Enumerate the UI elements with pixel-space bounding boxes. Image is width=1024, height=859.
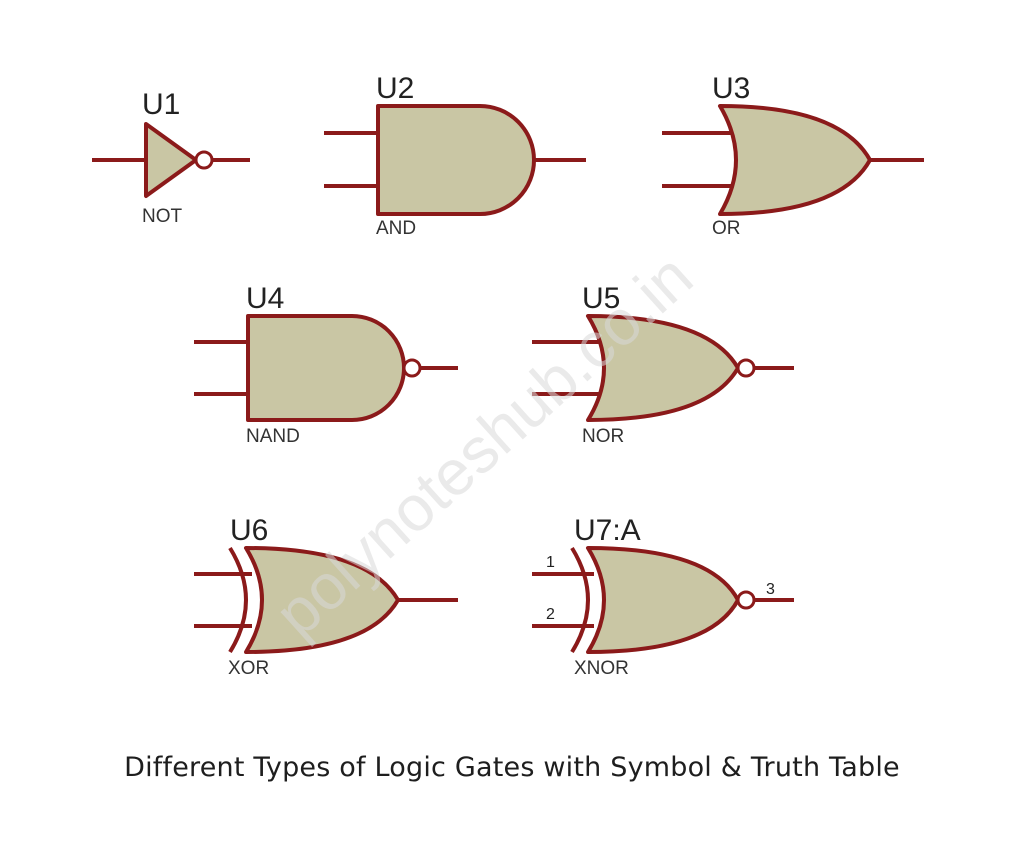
gate-and: U2 AND <box>324 72 586 239</box>
gate-nor: U5 NOR <box>532 282 794 447</box>
gate-type-or: OR <box>712 218 741 239</box>
gate-not: U1 NOT <box>92 88 250 227</box>
gate-type-nor: NOR <box>582 426 624 447</box>
gate-ref-u1: U1 <box>142 88 180 121</box>
gate-ref-u5: U5 <box>582 282 620 315</box>
gate-nand: U4 NAND <box>194 282 458 447</box>
gate-xnor: U7:A XNOR 1 2 3 <box>532 514 794 679</box>
gate-xor: U6 XOR <box>194 514 458 679</box>
gate-ref-u3: U3 <box>712 72 750 105</box>
pin-label-in2: 2 <box>546 606 555 623</box>
gate-ref-u6: U6 <box>230 514 268 547</box>
gate-type-xor: XOR <box>228 658 269 679</box>
gate-type-nand: NAND <box>246 426 300 447</box>
gate-type-and: AND <box>376 218 416 239</box>
gate-type-not: NOT <box>142 206 183 227</box>
pin-label-out: 3 <box>766 581 775 598</box>
gate-ref-u7a: U7:A <box>574 514 641 547</box>
gate-type-xnor: XNOR <box>574 658 629 679</box>
gate-ref-u2: U2 <box>376 72 414 105</box>
gate-ref-u4: U4 <box>246 282 284 315</box>
pin-label-in1: 1 <box>546 554 555 571</box>
gate-or: U3 OR <box>662 72 924 239</box>
figure-caption: Different Types of Logic Gates with Symb… <box>124 752 900 783</box>
